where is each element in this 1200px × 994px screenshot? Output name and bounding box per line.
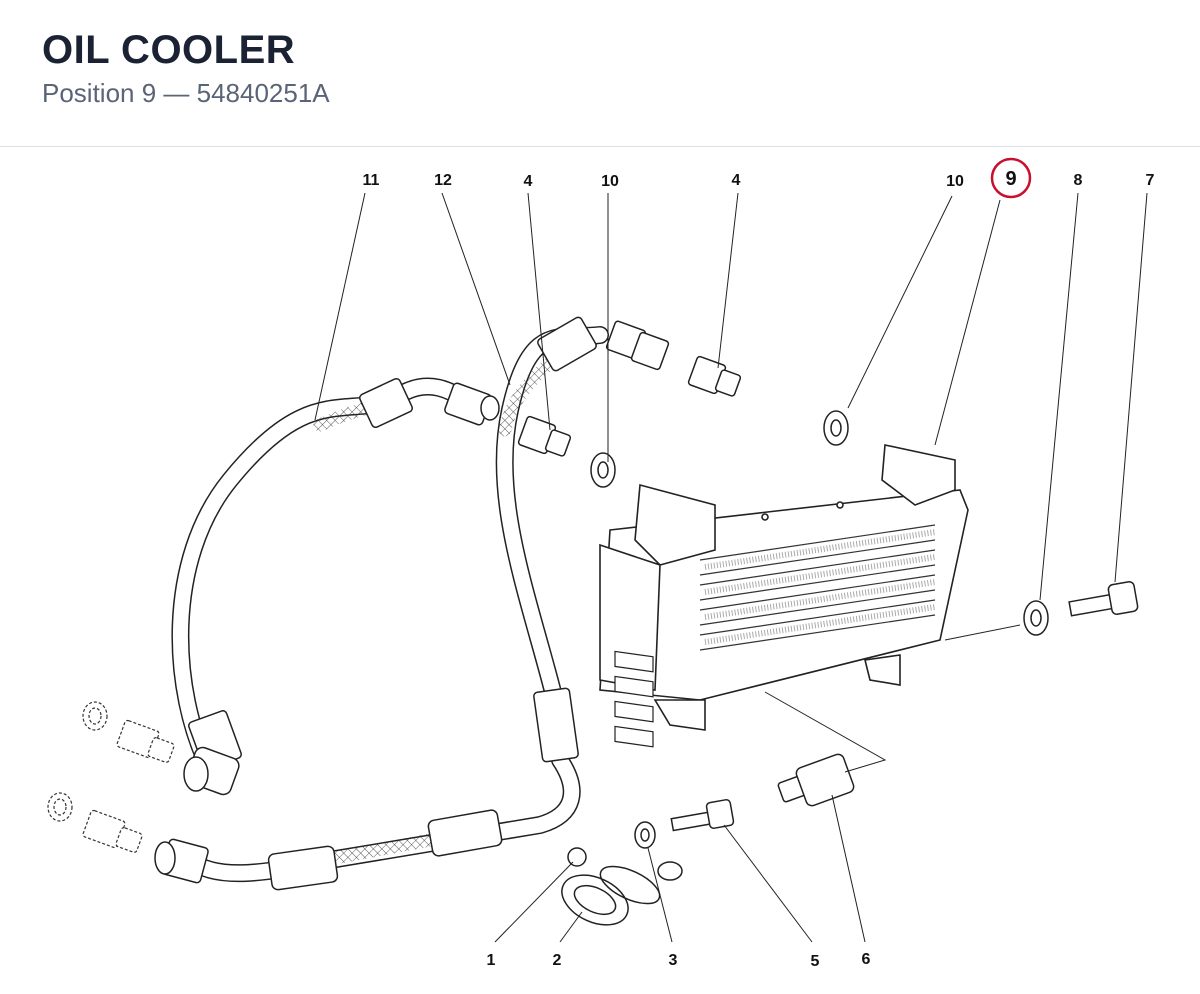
callout-10-right[interactable]: 10 <box>946 173 964 190</box>
bolt-5 <box>670 798 735 832</box>
page-title: OIL COOLER <box>42 28 296 72</box>
callout-1[interactable]: 1 <box>487 952 496 969</box>
callout-4-right[interactable]: 4 <box>732 172 741 189</box>
union-fitting-4-left <box>517 415 572 457</box>
callout-6[interactable]: 6 <box>862 951 871 968</box>
page-subtitle: Position 9 — 54840251A <box>42 78 330 108</box>
sealing-washer-10-left <box>590 452 616 488</box>
hose-12-fittings <box>154 316 670 891</box>
callout-8[interactable]: 8 <box>1074 172 1083 189</box>
hose-11-fittings <box>183 377 500 796</box>
callout-labels: 11 12 4 10 4 10 9 8 7 1 2 3 5 6 <box>363 157 1155 970</box>
oil-cooler-9 <box>599 444 969 748</box>
washer-3 <box>634 821 656 849</box>
callout-12[interactable]: 12 <box>434 172 452 189</box>
bracket-2 <box>561 861 683 926</box>
oring-1 <box>567 847 587 867</box>
exploded-parts-diagram: 11 12 4 10 4 10 9 8 7 1 2 3 5 6 <box>0 146 1200 989</box>
callout-9-highlighted[interactable]: 9 <box>1005 168 1016 190</box>
leader-lines <box>314 192 1148 943</box>
left-unions <box>47 701 175 853</box>
union-fitting-4-right <box>687 355 742 397</box>
callout-11[interactable]: 11 <box>363 172 380 189</box>
sealing-washer-10-right <box>823 410 849 446</box>
bolt-7 <box>1068 581 1139 617</box>
callout-2[interactable]: 2 <box>553 952 562 969</box>
washer-8 <box>1023 600 1049 636</box>
adapter-6 <box>777 753 855 807</box>
page-header: OIL COOLER Position 9 — 54840251A <box>0 0 1200 147</box>
callout-9-highlight-ring <box>990 157 1032 199</box>
callout-10-left[interactable]: 10 <box>601 173 619 190</box>
callout-3[interactable]: 3 <box>669 952 678 969</box>
hose-11 <box>171 377 474 779</box>
callout-7[interactable]: 7 <box>1146 172 1155 189</box>
callout-4-left[interactable]: 4 <box>524 173 533 190</box>
callout-5[interactable]: 5 <box>811 953 820 970</box>
